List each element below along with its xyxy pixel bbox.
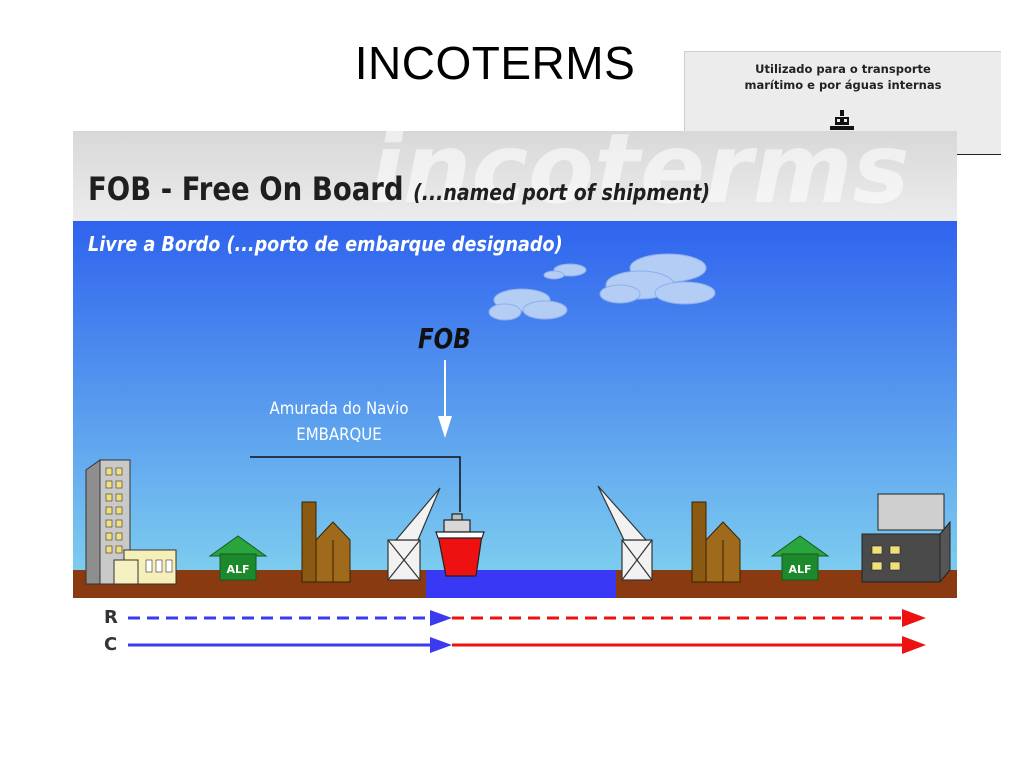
- factory-left: [301, 501, 351, 583]
- fob-heading-sub: (...named port of shipment): [413, 181, 711, 206]
- fob-down-arrow: [438, 360, 452, 438]
- cost-transfer-line: [128, 636, 926, 654]
- risk-label: R: [104, 607, 118, 628]
- factory-right: [691, 501, 741, 583]
- ship-rail-label: Amurada do Navio EMBARQUE: [255, 396, 422, 448]
- slide-title: INCOTERMS: [354, 37, 636, 89]
- crane-left: [387, 487, 441, 581]
- red-ship: [435, 513, 485, 577]
- warehouse-alf-right-label: ALF: [788, 563, 811, 576]
- fob-point-label: FOB: [418, 322, 471, 355]
- crane-right: [597, 485, 653, 581]
- fob-heading: FOB - Free On Board (...named port of sh…: [88, 170, 710, 208]
- warehouse-alf-left-label: ALF: [226, 563, 249, 576]
- cost-label: C: [104, 634, 118, 655]
- incoterms-watermark: incoterms: [370, 113, 910, 225]
- destination-building: [861, 493, 951, 583]
- ship-rail-pointer-line: [250, 456, 461, 512]
- clouds: [488, 253, 716, 321]
- transport-mode-line-2: marítimo e por águas internas: [744, 78, 942, 92]
- warehouse-alf-right: ALF: [770, 535, 830, 581]
- ship-rail-label-line-1: Amurada do Navio: [269, 399, 409, 419]
- transport-mode-line-1: Utilizado para o transporte: [755, 62, 931, 76]
- warehouse-alf-left: ALF: [208, 535, 268, 581]
- fob-heading-main: FOB - Free On Board: [88, 170, 404, 208]
- risk-transfer-line: [128, 609, 926, 627]
- portuguese-subtitle: Livre a Bordo (...porto de embarque desi…: [88, 232, 563, 256]
- diagram-header-band: [73, 131, 957, 221]
- sky: [73, 221, 957, 570]
- small-office: [113, 549, 177, 585]
- ship-rail-label-line-2: EMBARQUE: [296, 425, 382, 445]
